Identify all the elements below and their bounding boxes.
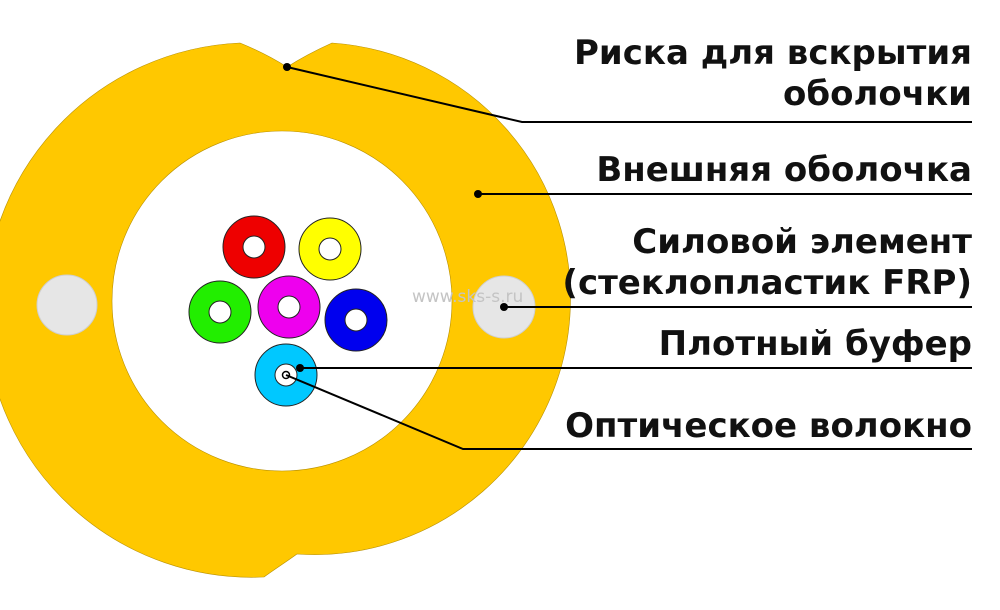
blue-buffer — [324, 288, 388, 352]
dot-tight-buffer — [296, 364, 304, 372]
outer-jacket-ring — [0, 42, 571, 578]
green-buffer — [188, 280, 252, 344]
leader-lines — [285, 66, 972, 450]
yellow-buffer — [298, 217, 362, 281]
magenta-buffer — [257, 275, 321, 339]
label-optical-fiber: Оптическое волокно — [565, 406, 972, 446]
watermark-text: www.sks-s.ru — [412, 287, 524, 307]
dot-score — [283, 63, 291, 71]
label-score-line2: оболочки — [783, 74, 972, 114]
dot-strength-member — [500, 303, 508, 311]
label-tight-buffer: Плотный буфер — [658, 324, 972, 364]
strength-member-left — [36, 274, 98, 336]
dot-outer-jacket — [474, 190, 482, 198]
label-strength-line1: Силовой элемент — [632, 222, 972, 262]
label-score: Риска для вскрытия оболочки — [574, 33, 972, 115]
leader-optical-fiber — [285, 374, 972, 450]
label-strength-member: Силовой элемент (стеклопластик FRP) — [562, 222, 972, 304]
red-buffer — [222, 215, 286, 279]
label-score-line1: Риска для вскрытия — [574, 33, 972, 73]
tight-buffers-group — [188, 215, 388, 407]
label-outer-jacket: Внешняя оболочка — [596, 150, 972, 190]
leader-score — [286, 66, 972, 123]
leader-dots — [283, 63, 508, 372]
label-strength-line2: (стеклопластик FRP) — [562, 263, 972, 303]
